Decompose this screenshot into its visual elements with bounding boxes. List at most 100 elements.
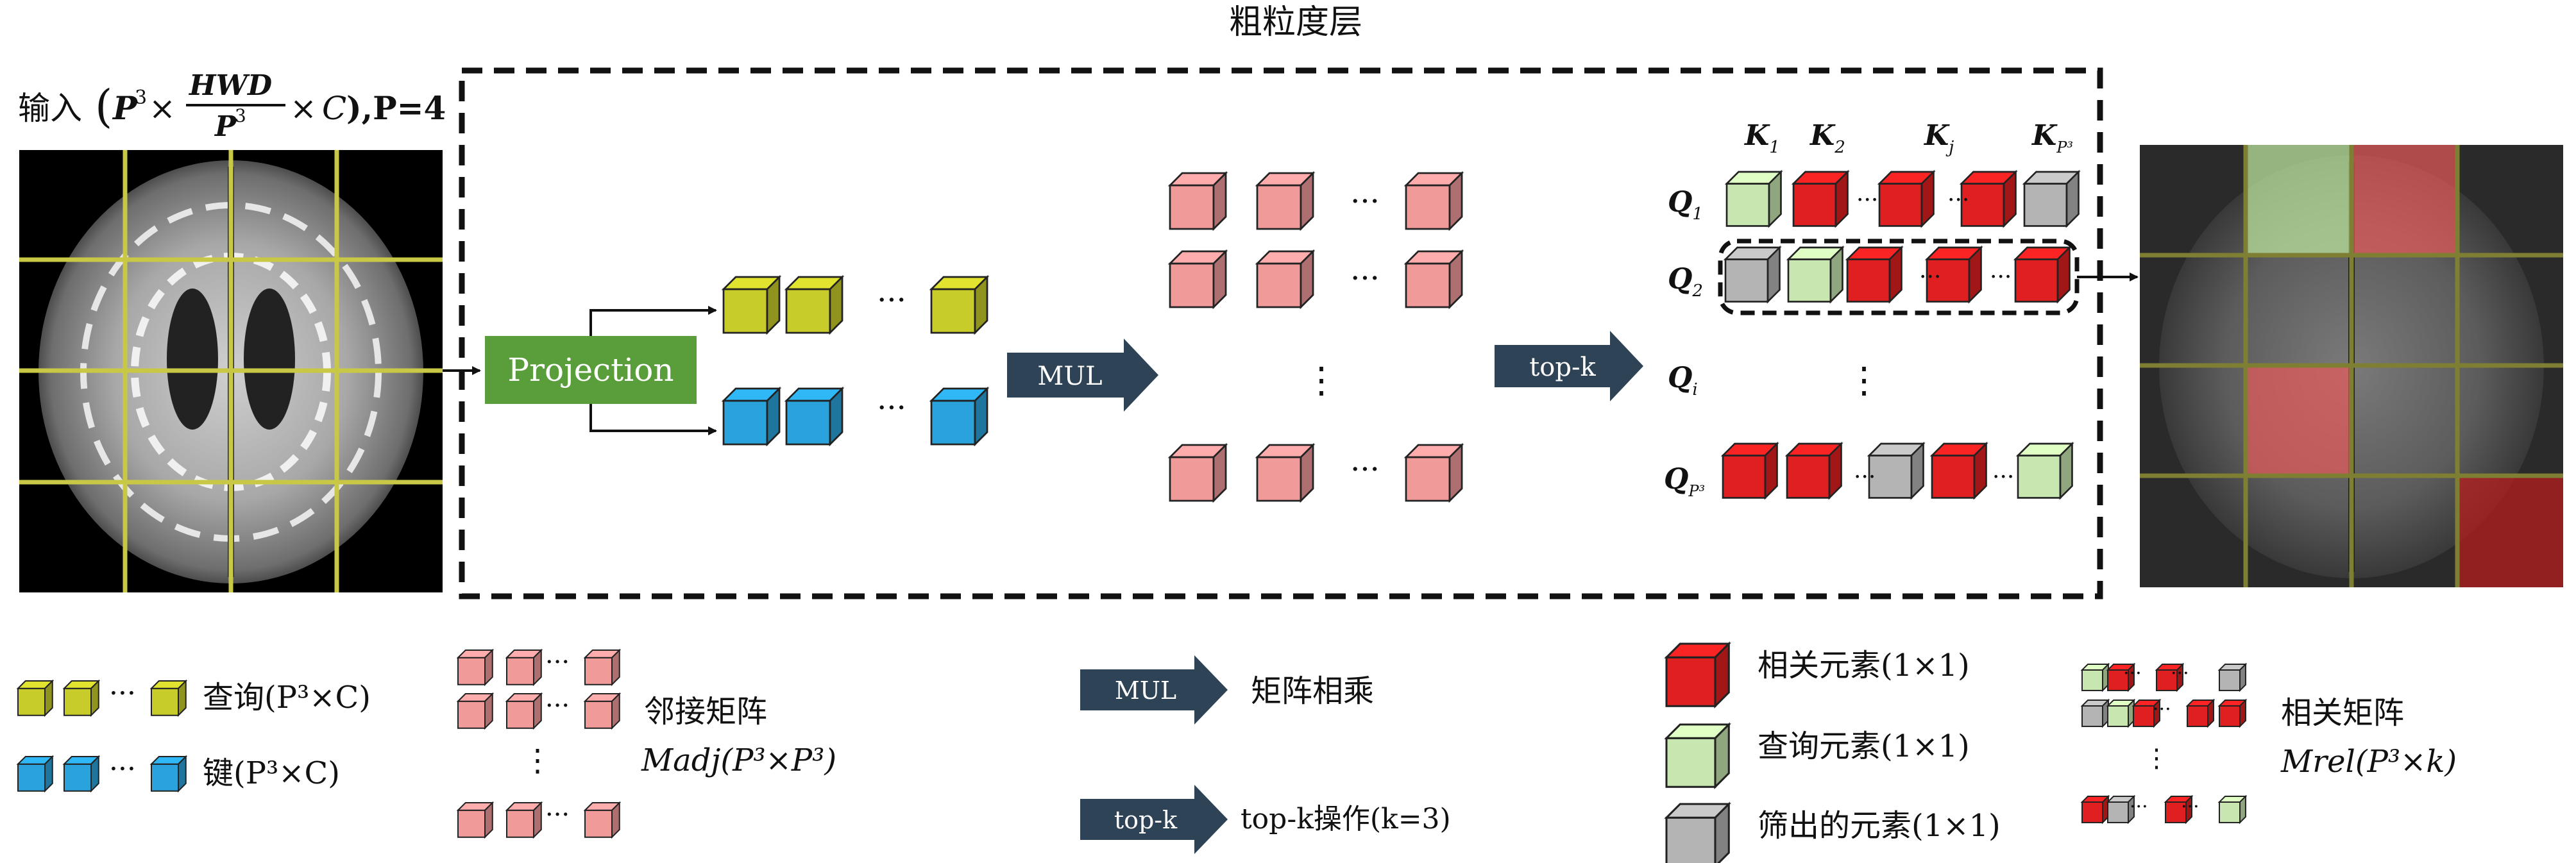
- key-cube-2: [784, 386, 845, 447]
- q-labels: Q1 Q2 Qi QP³: [1664, 186, 1705, 500]
- svg-text:HWD: HWD: [188, 69, 272, 102]
- adj-cube-r2-3: [1403, 249, 1464, 310]
- input-label: 输入 ( P 3 × HWD P 3 × C ),P=4: [18, 69, 446, 143]
- rel-cube-r2-3: [1845, 245, 1904, 304]
- legend-adj-cube-9: [583, 801, 622, 839]
- legend-key-text: 键(P³×C): [203, 755, 340, 791]
- svg-text:),P=4: ),P=4: [346, 89, 446, 127]
- projection-block: Projection: [485, 336, 697, 404]
- query-row-ellipsis: ···: [877, 282, 906, 318]
- output-brain-image: [2140, 145, 2563, 587]
- svg-text:3: 3: [235, 105, 246, 126]
- legend-rel-ell-3b: ···: [2181, 796, 2199, 818]
- legend-rel-line1: 相关矩阵: [2281, 695, 2404, 731]
- k-label-1: K1: [1743, 119, 1780, 157]
- legend-topk-label: top-k: [1114, 806, 1178, 834]
- legend-query-cube-2: [62, 679, 101, 717]
- rel-vdots: ⋮: [1846, 360, 1882, 401]
- legend-topk-desc: top-k操作(k=3): [1241, 803, 1451, 835]
- legend-adj-ell-2: ···: [545, 691, 570, 721]
- rel-cube-r2-4: [1924, 245, 1983, 304]
- legend-rel-ell-1a: ···: [2123, 662, 2142, 685]
- adj-ellipsis-r2: ···: [1350, 260, 1380, 296]
- rel-cube-r2-2: [1786, 245, 1845, 304]
- legend-rel-cube-12: [2164, 794, 2194, 825]
- rel-cube-r1-4: [1959, 169, 2018, 228]
- rel-cube-r2-1: [1723, 245, 1782, 304]
- legend-mul-label: MUL: [1115, 676, 1176, 705]
- diagram-title: 粗粒度层: [1229, 3, 1362, 42]
- legend-query-cube-3: [149, 679, 188, 717]
- mul-label: MUL: [1037, 362, 1102, 391]
- rel-row2-ellipsis-b: ···: [1990, 264, 2012, 290]
- q-label-1: Q1: [1668, 186, 1703, 224]
- topk-arrow: top-k: [1495, 331, 1643, 401]
- adj-cube-r1-1: [1167, 171, 1228, 231]
- adj-cube-r2-2: [1255, 249, 1316, 310]
- legend-rel-vdots: ⋮: [2144, 744, 2169, 773]
- svg-text:×: ×: [290, 90, 317, 127]
- legend-rel-cube-2: [2106, 662, 2136, 692]
- legend-rel-cube-3: [2155, 662, 2185, 692]
- legend-query-elem-cube: [1664, 722, 1731, 789]
- projection-label: Projection: [507, 351, 674, 389]
- legend-query-ellipsis: ···: [109, 677, 136, 710]
- legend-rel-ell-2a: ···: [2153, 698, 2171, 721]
- legend-key-cube-3: [149, 755, 188, 793]
- svg-text:输入: 输入: [18, 90, 82, 127]
- legend-adj-ell-3: ···: [545, 800, 570, 830]
- legend-key-cube-1: [16, 755, 55, 793]
- rel-row2-ellipsis-a: ···: [1919, 264, 1941, 290]
- legend-adj-cube-1: [456, 648, 495, 687]
- adj-cube-r3-1: [1167, 442, 1228, 503]
- rel-cube-r1-1: [1724, 169, 1783, 228]
- q-label-p3: QP³: [1664, 463, 1705, 500]
- legend-rel-cube-4: [2217, 662, 2248, 692]
- adj-cube-r1-2: [1255, 171, 1316, 231]
- legend-mul-arrow: MUL: [1080, 655, 1228, 725]
- legend-rel-cube-7: [2131, 698, 2162, 728]
- rel-cube-r3-4: [1929, 441, 1988, 500]
- legend-query-elem-text: 查询元素(1×1): [1758, 728, 1970, 764]
- k-label-2: K2: [1809, 119, 1845, 157]
- k-labels: K1 K2 Kj KP³: [1743, 119, 2073, 157]
- legend-filtered-elem-text: 筛出的元素(1×1): [1758, 808, 2001, 844]
- legend-rel-ell-3a: ···: [2130, 796, 2148, 818]
- legend-rel-cube-5: [2080, 698, 2110, 728]
- legend-mul-desc: 矩阵相乘: [1251, 673, 1374, 709]
- adj-ellipsis-r1: ···: [1350, 183, 1380, 219]
- legend-rel-elem-text: 相关元素(1×1): [1758, 648, 1970, 683]
- legend-adj-cube-7: [456, 801, 495, 839]
- rel-row1-ellipsis-b: ···: [1947, 187, 1969, 214]
- adj-cube-r1-3: [1403, 171, 1464, 231]
- legend-key-cube-2: [62, 755, 101, 793]
- rel-cube-r2-5: [2013, 245, 2072, 304]
- key-cube-1: [721, 386, 782, 447]
- svg-text:3: 3: [135, 87, 147, 109]
- rel-row1-ellipsis-a: ···: [1856, 187, 1878, 214]
- legend-adj-cube-3: [583, 648, 622, 687]
- rel-rowp-ellipsis-b: ···: [1992, 464, 2014, 490]
- q-label-2: Q2: [1668, 263, 1703, 301]
- legend-adj-cube-4: [456, 692, 495, 730]
- legend-rel-cube-11: [2106, 794, 2136, 825]
- legend-rel-cube-8: [2185, 698, 2216, 728]
- query-cube-3: [929, 274, 990, 335]
- rel-rowp-ellipsis-a: ···: [1854, 464, 1876, 490]
- rel-cube-r3-1: [1720, 441, 1779, 500]
- adj-cube-r3-3: [1403, 442, 1464, 503]
- rel-cube-r3-3: [1867, 441, 1926, 500]
- q2-row-highlight: [1718, 239, 2080, 315]
- legend-query-cube-1: [16, 679, 55, 717]
- legend-query-text: 查询(P³×C): [203, 680, 371, 716]
- projection-branches: [589, 306, 717, 435]
- legend-adj-cube-6: [583, 692, 622, 730]
- key-cube-3: [929, 386, 990, 447]
- legend-rel-line2: Mrel(P³×k): [2280, 744, 2457, 780]
- legend-adj-line1: 邻接矩阵: [644, 694, 767, 730]
- adj-vdots: ⋮: [1303, 360, 1339, 401]
- legend-rel-cube-1: [2080, 662, 2110, 692]
- rel-cube-r3-2: [1784, 441, 1843, 500]
- input-brain-image: [19, 150, 443, 592]
- legend-rel-cube-10: [2080, 794, 2110, 825]
